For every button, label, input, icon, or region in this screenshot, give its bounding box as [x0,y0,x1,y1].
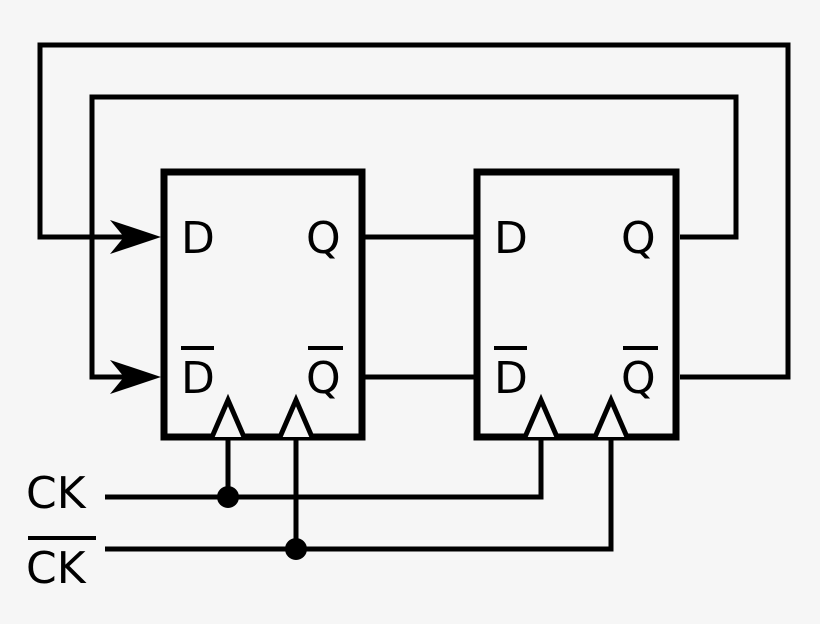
clock-label: CK [26,468,87,519]
wire-clock [105,420,544,500]
flipflop-1-body [160,168,366,441]
junction-dot-clock [217,486,239,508]
flipflop-2: D Q D Q [473,168,680,441]
clock-inverted-label: CK [26,543,87,594]
wire-clock-inverted [105,420,614,552]
flipflop-2-pin-q-bar: Q [621,353,656,404]
flipflop-1-pin-q-bar: Q [306,353,341,404]
flipflop-2-pin-d: D [494,213,528,264]
flipflop-2-clock-input-left-icon [522,393,560,438]
arrow-into-dbar-icon [110,360,161,394]
arrow-into-d-icon [110,220,161,254]
wire-feedback-qbar-to-d [37,42,791,380]
flipflop-2-pin-d-bar: D [494,353,528,404]
flipflop-1-pin-q: Q [306,213,341,264]
junction-dot-clock-inverted [285,538,307,560]
flipflop-1-clock-input-right-icon [277,393,315,438]
flipflop-1-pin-d: D [181,213,215,264]
flipflop-2-clock-input-right-icon [592,393,630,438]
flipflop-1: D Q D Q [160,168,366,441]
flipflop-2-pin-q: Q [621,213,656,264]
flipflop-2-body [473,168,680,441]
flipflop-1-clock-input-left-icon [209,393,247,438]
flipflop-1-pin-d-bar: D [181,353,215,404]
wire-feedback-q-to-dbar [89,94,739,380]
